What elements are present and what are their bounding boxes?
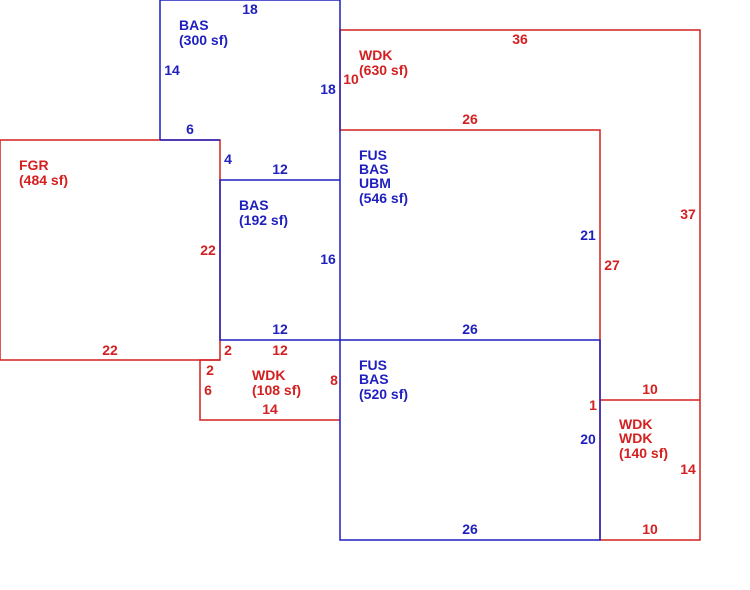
exterior-outlines (0, 29, 701, 541)
wdk-small-area-label: WDK (108 sf) (252, 367, 301, 398)
dimension-label: 14 (680, 461, 696, 477)
fus-lower-area-label: FUS BAS (520 sf) (359, 357, 408, 402)
wdk-small-outline (199, 359, 340, 421)
dimension-label: 36 (512, 31, 528, 47)
bas-top-area-label: BAS (300 sf) (179, 17, 228, 48)
dimension-label: 22 (102, 342, 118, 358)
dimension-label: 27 (604, 257, 620, 273)
dimension-label: 2 (224, 342, 232, 358)
dimension-label: 20 (580, 431, 596, 447)
dimension-label: 37 (680, 206, 696, 222)
dimension-label: 26 (462, 521, 478, 537)
dimension-label: 14 (164, 62, 180, 78)
wdk-top-area-label: WDK (630 sf) (359, 47, 408, 78)
dimension-label: 2 (206, 362, 214, 378)
wdk-right-area-label: WDK WDK (140 sf) (619, 416, 668, 461)
dimension-label: 4 (224, 151, 232, 167)
wdk-top-outline (339, 29, 701, 541)
dimension-label: 18 (320, 81, 336, 97)
dimension-label: 6 (186, 121, 194, 137)
bas-mid-area-label: BAS (192 sf) (239, 197, 288, 228)
dimension-label: 22 (200, 242, 216, 258)
dimension-label: 10 (642, 381, 658, 397)
dimension-label: 26 (462, 111, 478, 127)
bas-top-outline (159, 0, 601, 541)
dimension-label: 6 (204, 382, 212, 398)
dimension-label: 12 (272, 342, 288, 358)
dimension-label: 12 (272, 161, 288, 177)
living-outlines (159, 0, 601, 541)
dimension-label: 10 (642, 521, 658, 537)
fus-upper-area-label: FUS BAS UBM (546 sf) (359, 147, 408, 206)
dimension-label: 1 (589, 397, 597, 413)
dimension-label: 8 (330, 372, 338, 388)
fgr-area-label: FGR (484 sf) (19, 157, 68, 188)
dimension-label: 18 (242, 1, 258, 17)
dimension-label: 10 (343, 71, 359, 87)
dimension-label: 12 (272, 321, 288, 337)
dimension-label: 14 (262, 401, 278, 417)
dimension-label: 16 (320, 251, 336, 267)
dimension-label: 21 (580, 227, 596, 243)
dimension-label: 26 (462, 321, 478, 337)
